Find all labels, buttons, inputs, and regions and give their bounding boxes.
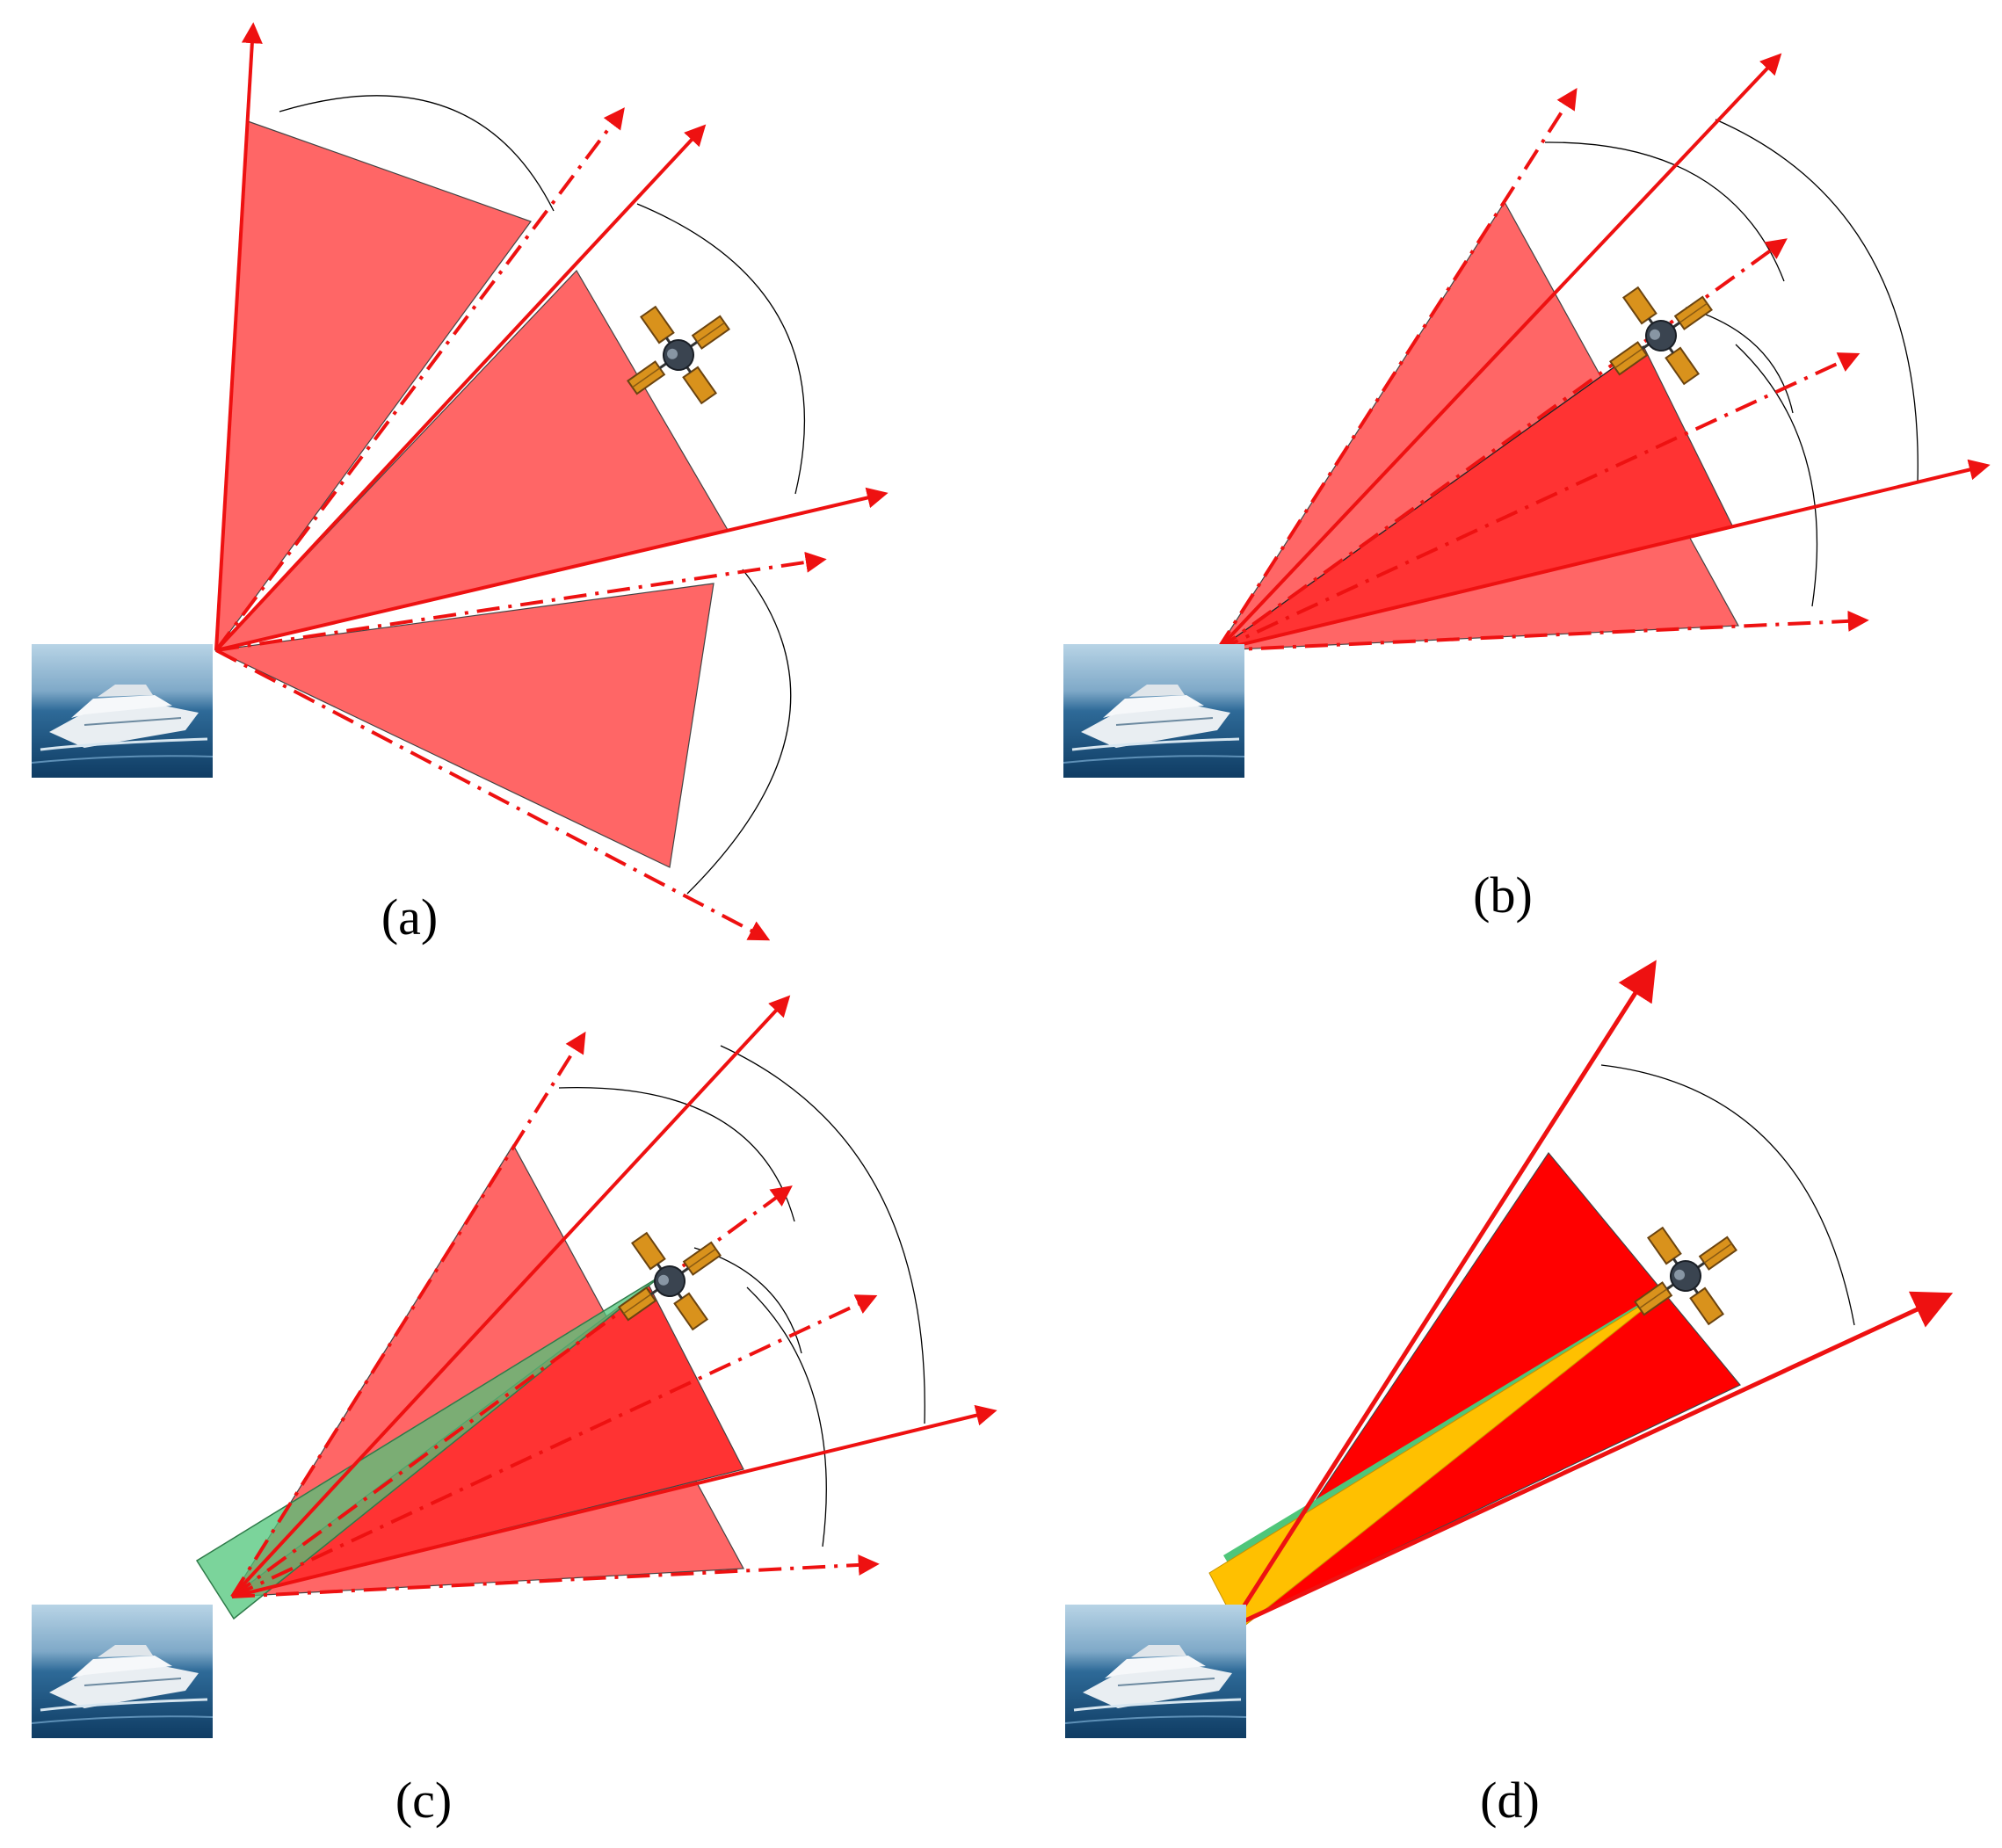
direction-arrows	[1228, 960, 1954, 1630]
panel-a-caption: (a)	[381, 888, 438, 946]
green-refined-beam	[195, 1275, 662, 1620]
panel-b: (b)	[1062, 53, 1991, 924]
panel-c-caption: (c)	[395, 1772, 452, 1829]
panel-a: (a)	[30, 22, 889, 946]
panel-d: (d)	[1063, 960, 1954, 1829]
beam-sector-3	[214, 583, 714, 868]
panel-b-caption: (b)	[1473, 866, 1533, 924]
beam-arcs	[1600, 1064, 1855, 1326]
yellow-final-beam	[1208, 1284, 1675, 1631]
beam-arcs	[279, 95, 806, 895]
ship-photo-icon	[30, 1603, 214, 1740]
ship-photo-icon	[30, 642, 214, 779]
direction-arrows	[214, 22, 889, 941]
panel-c: (c)	[30, 995, 997, 1829]
panel-d-caption: (d)	[1480, 1772, 1540, 1829]
ship-photo-icon	[1062, 642, 1246, 779]
ship-photo-icon	[1063, 1603, 1248, 1740]
